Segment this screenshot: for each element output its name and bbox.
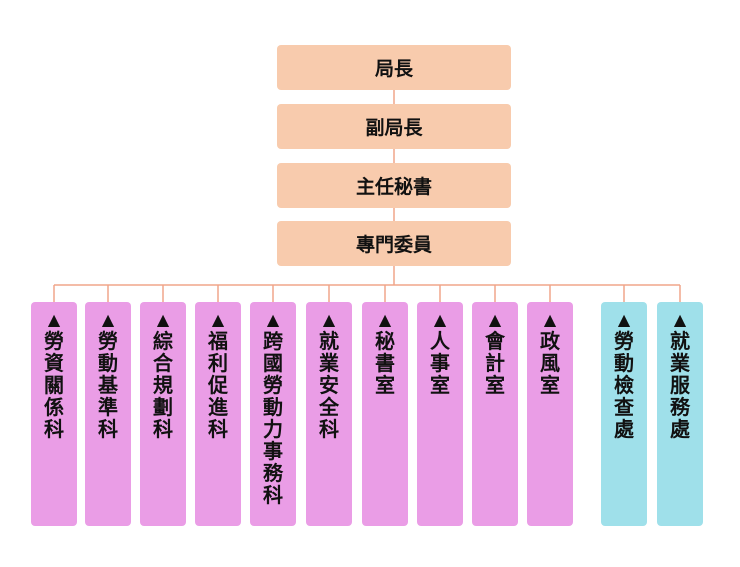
- triangle-marker-icon: ▲: [156, 310, 170, 329]
- office-box: ▲勞動檢查處: [601, 302, 647, 526]
- division-box: ▲勞動基準科: [85, 302, 131, 526]
- division-box: ▲會計室: [472, 302, 518, 526]
- triangle-marker-icon: ▲: [378, 310, 392, 329]
- chief-secretary-box: 主任秘書: [277, 163, 511, 208]
- unit-label: ▲勞動檢查處: [614, 310, 634, 441]
- deputy-director-label: 副局長: [365, 117, 423, 139]
- chief-secretary-label: 主任秘書: [355, 176, 432, 198]
- triangle-marker-icon: ▲: [433, 310, 447, 329]
- director-label: 局長: [374, 58, 413, 80]
- division-box: ▲跨國勞動力事務科: [250, 302, 296, 526]
- director-box: 局長: [277, 45, 511, 90]
- unit-label: ▲政風室: [540, 310, 560, 397]
- triangle-marker-icon: ▲: [673, 310, 687, 329]
- division-box: ▲福利促進科: [195, 302, 241, 526]
- division-box: ▲就業安全科: [306, 302, 352, 526]
- unit-label: ▲勞動基準科: [98, 310, 118, 441]
- triangle-marker-icon: ▲: [47, 310, 61, 329]
- unit-label: ▲跨國勞動力事務科: [263, 310, 283, 507]
- triangle-marker-icon: ▲: [101, 310, 115, 329]
- triangle-marker-icon: ▲: [211, 310, 225, 329]
- deputy-director-box: 副局長: [277, 104, 511, 149]
- unit-label: ▲就業安全科: [319, 310, 339, 441]
- division-box: ▲政風室: [527, 302, 573, 526]
- division-box: ▲人事室: [417, 302, 463, 526]
- triangle-marker-icon: ▲: [543, 310, 557, 329]
- unit-label: ▲就業服務處: [670, 310, 690, 441]
- unit-label: ▲綜合規劃科: [153, 310, 173, 441]
- senior-specialist-box: 專門委員: [277, 221, 511, 266]
- division-box: ▲秘書室: [362, 302, 408, 526]
- triangle-marker-icon: ▲: [617, 310, 631, 329]
- office-box: ▲就業服務處: [657, 302, 703, 526]
- triangle-marker-icon: ▲: [488, 310, 502, 329]
- unit-label: ▲福利促進科: [208, 310, 228, 441]
- division-box: ▲勞資關係科: [31, 302, 77, 526]
- unit-label: ▲人事室: [430, 310, 450, 397]
- senior-specialist-label: 專門委員: [355, 234, 432, 256]
- triangle-marker-icon: ▲: [322, 310, 336, 329]
- unit-label: ▲秘書室: [375, 310, 395, 397]
- triangle-marker-icon: ▲: [266, 310, 280, 329]
- unit-label: ▲勞資關係科: [44, 310, 64, 441]
- unit-label: ▲會計室: [485, 310, 505, 397]
- division-box: ▲綜合規劃科: [140, 302, 186, 526]
